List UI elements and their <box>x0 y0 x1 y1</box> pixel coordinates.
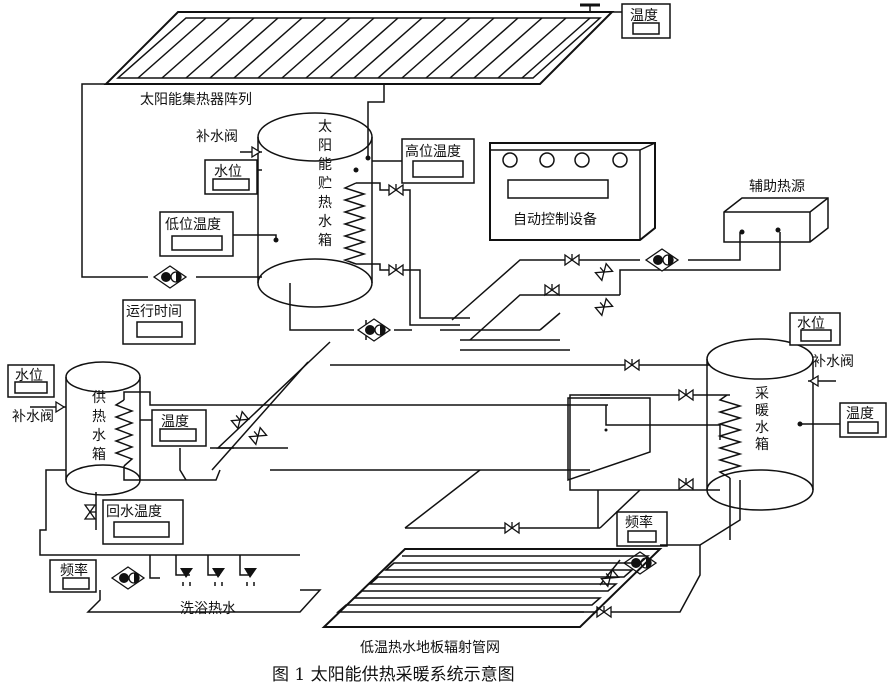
shower-heads <box>86 555 322 613</box>
high-temp-gauge-label: 高位温度 <box>405 143 461 160</box>
svg-text:箱: 箱 <box>92 447 106 463</box>
valve-icon <box>624 358 640 371</box>
heating-water-tank <box>706 338 814 511</box>
storage-tank-hx-pipes <box>356 182 470 326</box>
temperature-gauge-right-label: 温度 <box>846 406 874 422</box>
pump-icon <box>111 566 145 590</box>
heating-water-tank-label: 采 暖 水 箱 <box>755 386 769 453</box>
valve-icon <box>678 477 694 490</box>
supply-tank-outlet-pipes <box>39 469 300 556</box>
valve-icon <box>230 410 250 429</box>
water-level-gauge-3 <box>789 312 841 346</box>
svg-text:水: 水 <box>318 214 332 230</box>
water-level-gauge-2-label: 水位 <box>15 368 43 384</box>
hot-water-supply-tank <box>65 361 230 496</box>
svg-text:箱: 箱 <box>755 437 769 453</box>
valve-icon <box>678 388 694 401</box>
temperature-gauge-right <box>800 402 887 438</box>
frequency-gauge-right-label: 频率 <box>625 514 653 531</box>
run-time-gauge-label: 运行时间 <box>126 304 182 320</box>
pump-icon <box>357 318 391 342</box>
pump-icon <box>645 248 679 272</box>
run-time-gauge <box>122 299 196 345</box>
frequency-gauge-left <box>49 559 97 593</box>
aux-heat-label: 辅助热源 <box>749 179 805 195</box>
water-level-gauge-1 <box>204 159 262 195</box>
frequency-gauge-left-label: 频率 <box>60 562 88 579</box>
svg-text:水: 水 <box>92 428 106 444</box>
auto-control-device <box>489 142 656 241</box>
svg-text:贮: 贮 <box>318 176 332 192</box>
svg-text:太: 太 <box>318 119 332 135</box>
water-level-gauge-2 <box>7 364 55 398</box>
svg-text:能: 能 <box>318 157 332 173</box>
svg-text:热: 热 <box>318 195 332 211</box>
solar-storage-tank-label: 太 阳 能 贮 热 水 箱 <box>318 119 332 249</box>
svg-text:暖: 暖 <box>755 403 769 419</box>
svg-text:水: 水 <box>755 420 769 436</box>
valve-icon <box>248 426 268 445</box>
return-temp-gauge <box>102 499 184 545</box>
valve-icon <box>594 262 614 281</box>
water-level-gauge-1-label: 水位 <box>214 164 242 180</box>
low-temp-gauge-label: 低位温度 <box>165 217 221 233</box>
collector-loop-pipes <box>81 83 540 278</box>
solar-collector-label: 太阳能集热器阵列 <box>140 91 252 108</box>
valve-icon <box>84 504 97 520</box>
auto-control-device-label: 自动控制设备 <box>513 211 597 228</box>
makeup-valve-2-label: 补水阀 <box>12 409 54 425</box>
solar-collector-array <box>103 3 622 85</box>
svg-text:采: 采 <box>755 386 769 402</box>
temperature-gauge-top-label: 温度 <box>630 8 658 24</box>
water-level-gauge-3-label: 水位 <box>797 316 825 332</box>
return-temp-gauge-label: 回水温度 <box>106 504 162 520</box>
svg-text:供: 供 <box>92 390 106 406</box>
svg-text:热: 热 <box>92 409 106 425</box>
makeup-valve-3-label: 补水阀 <box>812 354 854 370</box>
makeup-valve-1-label: 补水阀 <box>196 129 238 145</box>
temperature-gauge-supply-label: 温度 <box>161 414 189 430</box>
distribution-manifold <box>567 397 651 482</box>
frequency-gauge-right <box>616 511 668 547</box>
valve-icon <box>544 283 560 296</box>
high-temp-gauge <box>372 138 475 184</box>
shower-label: 洗浴热水 <box>180 601 236 617</box>
aux-heat-source <box>723 197 829 243</box>
valve-icon <box>388 183 404 196</box>
svg-text:阳: 阳 <box>318 138 332 154</box>
pump-icon <box>153 265 187 289</box>
svg-text:箱: 箱 <box>318 233 332 249</box>
figure-caption: 图 1 太阳能供热采暖系统示意图 <box>272 665 515 685</box>
low-temp-gauge <box>159 211 279 257</box>
floor-heating-grid <box>321 548 663 628</box>
hot-water-supply-tank-label: 供 热 水 箱 <box>92 390 106 463</box>
valve-icon <box>564 253 580 266</box>
floor-heating-label: 低温热水地板辐射管网 <box>360 640 500 656</box>
temperature-gauge-top <box>621 3 671 39</box>
solar-storage-tank <box>257 112 373 308</box>
valve-icon <box>388 263 404 276</box>
valve-icon <box>594 297 614 316</box>
valve-icon <box>504 521 520 534</box>
temperature-gauge-supply <box>140 409 207 447</box>
